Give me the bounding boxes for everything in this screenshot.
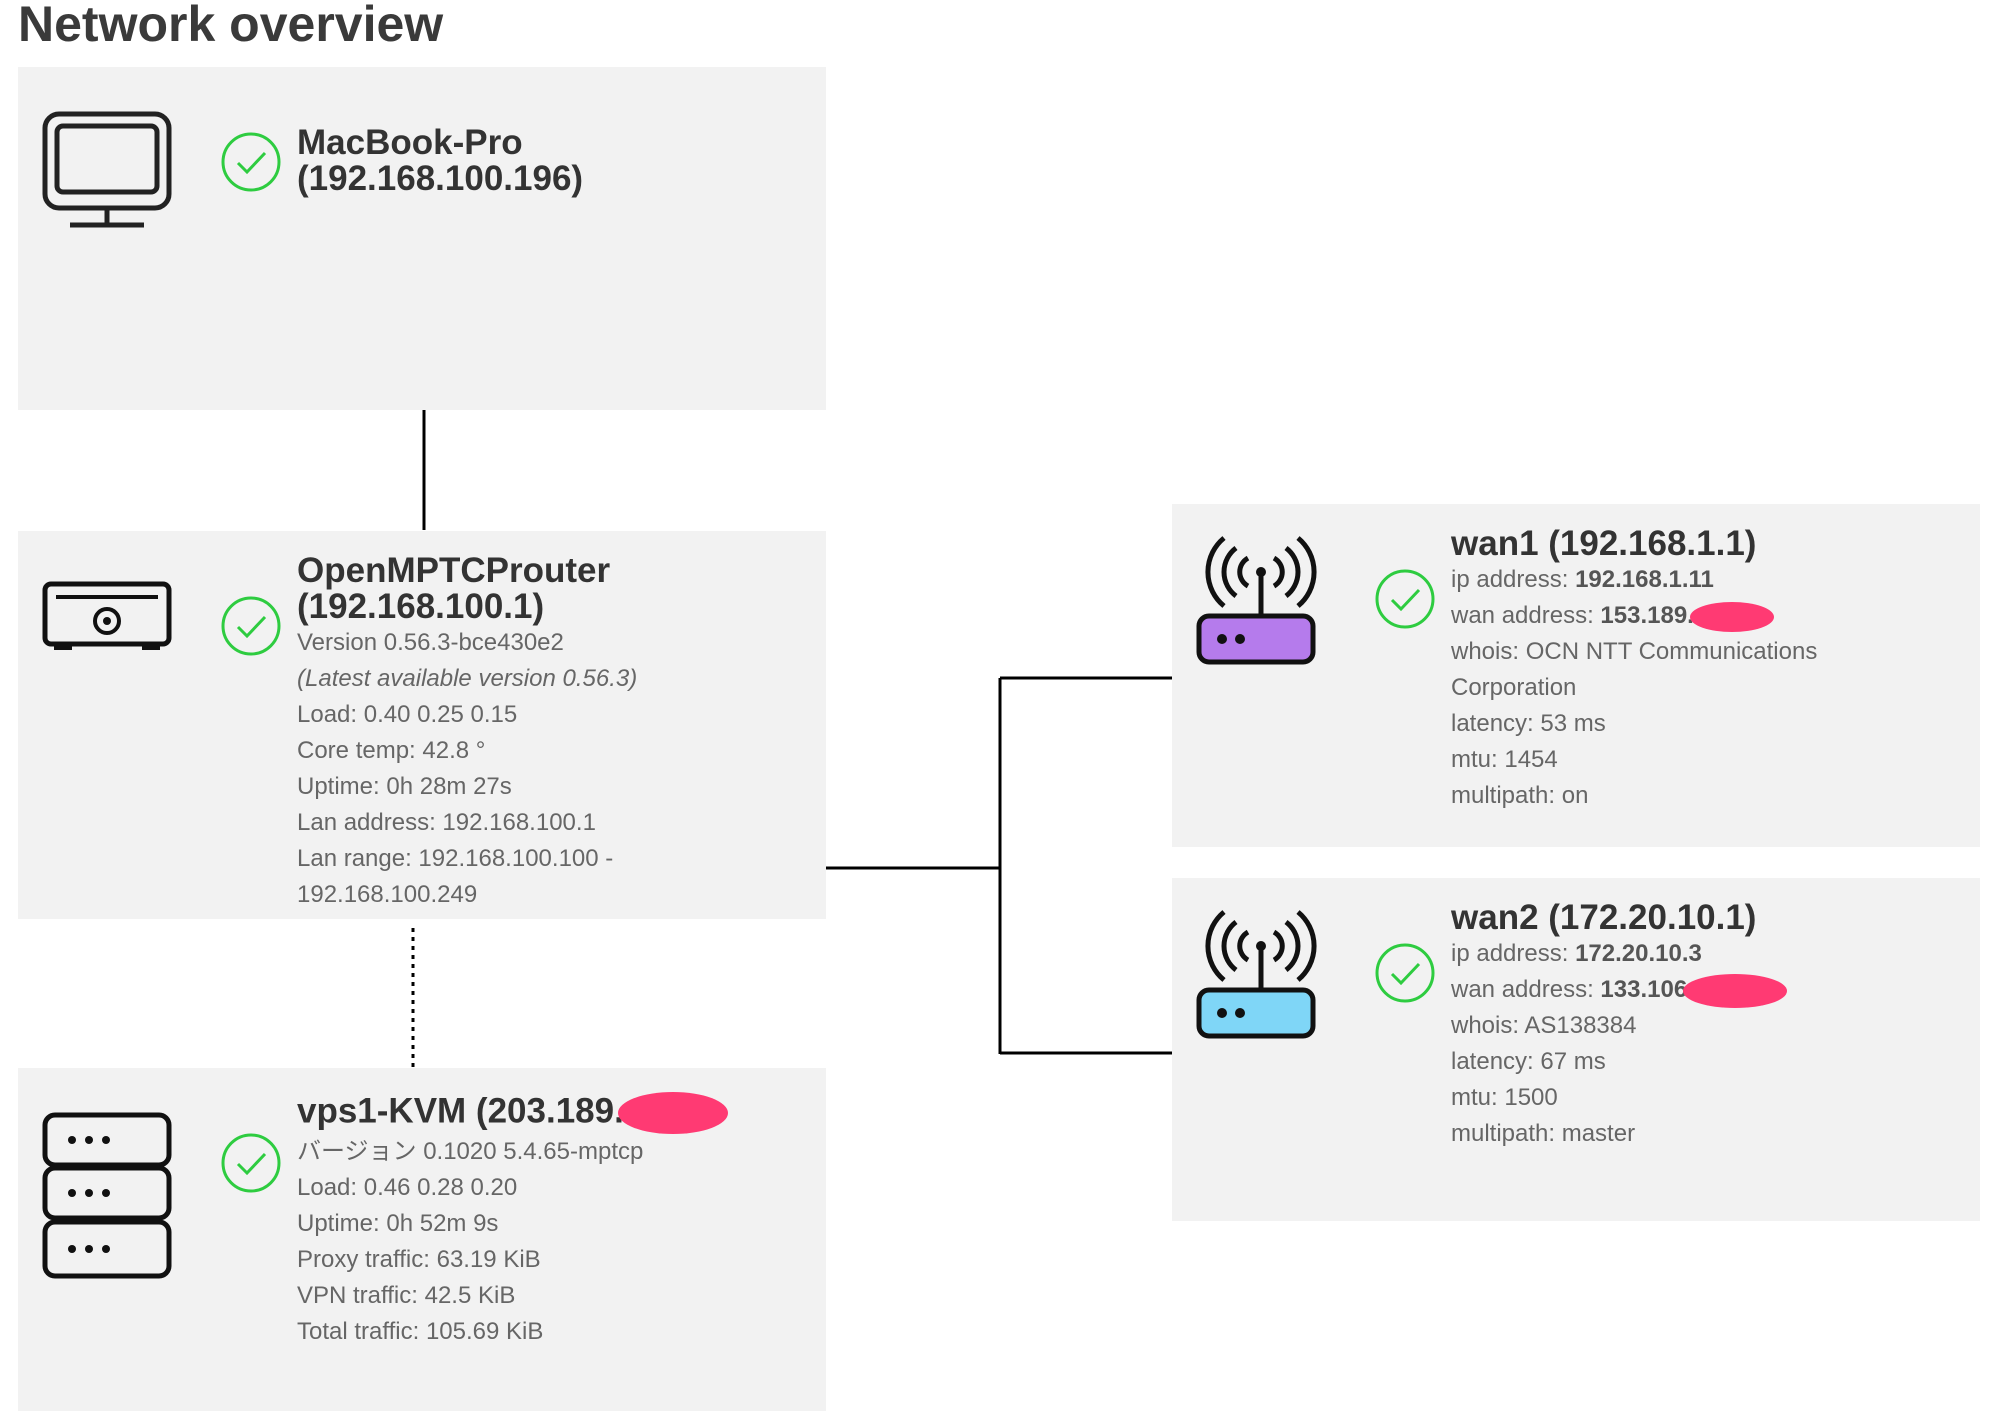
redaction-mark	[1689, 601, 1774, 632]
vps-version: バージョン 0.1020 5.4.65-mptcp	[297, 1138, 644, 1165]
router-name: OpenMPTCProuter	[297, 551, 611, 590]
status-ok-icon	[221, 596, 281, 656]
router-latest-version: (Latest available version 0.56.3)	[297, 665, 638, 692]
wan1-router-body	[1196, 613, 1316, 665]
wan2-ip-address: ip address: 172.20.10.3	[1451, 940, 1702, 967]
vps-name-row: vps1-KVM (203.189.	[297, 1092, 728, 1134]
wan2-name: wan2 (172.20.10.1)	[1451, 898, 1757, 937]
client-ip: (192.168.100.196)	[297, 159, 584, 198]
wifi-router-icon	[1196, 910, 1317, 1039]
vps-panel[interactable]: vps1-KVM (203.189. バージョン 0.1020 5.4.65-m…	[18, 1068, 826, 1411]
router-lan-range-end: 192.168.100.249	[297, 881, 478, 908]
wan1-latency: latency: 53 ms	[1451, 710, 1606, 737]
vps-proxy-traffic: Proxy traffic: 63.19 KiB	[297, 1246, 541, 1273]
wan1-whois: whois: OCN NTT Communications	[1451, 638, 1818, 665]
wan2-wan-address: wan address: 133.106	[1451, 972, 1788, 1008]
wan1-multipath: multipath: on	[1451, 782, 1589, 809]
wan2-latency: latency: 67 ms	[1451, 1048, 1606, 1075]
wan2-multipath: multipath: master	[1451, 1120, 1636, 1147]
wan2-mtu: mtu: 1500	[1451, 1084, 1558, 1111]
status-ok-icon	[1375, 569, 1435, 629]
monitor-icon	[42, 111, 172, 228]
status-ok-icon	[221, 132, 281, 192]
redaction-mark	[617, 1092, 728, 1134]
router-lan-address: Lan address: 192.168.100.1	[297, 809, 596, 836]
wan1-name: wan1 (192.168.1.1)	[1451, 524, 1757, 563]
router-ip: (192.168.100.1)	[297, 587, 545, 626]
vps-name: vps1-KVM (203.189.	[297, 1091, 624, 1131]
vps-vpn-traffic: VPN traffic: 42.5 KiB	[297, 1282, 516, 1309]
wifi-router-icon	[1196, 536, 1317, 665]
router-uptime: Uptime: 0h 28m 27s	[297, 773, 512, 800]
wan2-whois: whois: AS138384	[1451, 1012, 1637, 1039]
vps-uptime: Uptime: 0h 52m 9s	[297, 1210, 499, 1237]
page-title: Network overview	[18, 0, 444, 52]
wan1-ip-address: ip address: 192.168.1.11	[1451, 566, 1714, 593]
status-ok-icon	[221, 1133, 281, 1193]
router-panel[interactable]: OpenMPTCProuter (192.168.100.1) Version …	[18, 531, 826, 919]
redaction-mark	[1683, 973, 1788, 1008]
wan1-mtu: mtu: 1454	[1451, 746, 1558, 773]
wan1-whois-cont: Corporation	[1451, 674, 1577, 701]
status-ok-icon	[1375, 943, 1435, 1003]
router-version: Version 0.56.3-bce430e2	[297, 629, 564, 656]
router-core-temp: Core temp: 42.8 °	[297, 737, 486, 764]
server-icon	[42, 1112, 172, 1279]
router-lan-range: Lan range: 192.168.100.100 -	[297, 845, 614, 872]
vps-total-traffic: Total traffic: 105.69 KiB	[297, 1318, 544, 1345]
router-box-icon	[42, 581, 172, 650]
wan2-panel[interactable]: wan2 (172.20.10.1) ip address: 172.20.10…	[1172, 878, 1980, 1221]
vps-load: Load: 0.46 0.28 0.20	[297, 1174, 518, 1201]
client-name: MacBook-Pro	[297, 123, 523, 162]
client-panel[interactable]: MacBook-Pro (192.168.100.196)	[18, 67, 826, 410]
wan1-wan-address: wan address: 153.189.	[1451, 598, 1817, 634]
wan2-router-body	[1196, 987, 1316, 1039]
router-load: Load: 0.40 0.25 0.15	[297, 701, 518, 728]
wan1-panel[interactable]: wan1 (192.168.1.1) ip address: 192.168.1…	[1172, 504, 1980, 847]
